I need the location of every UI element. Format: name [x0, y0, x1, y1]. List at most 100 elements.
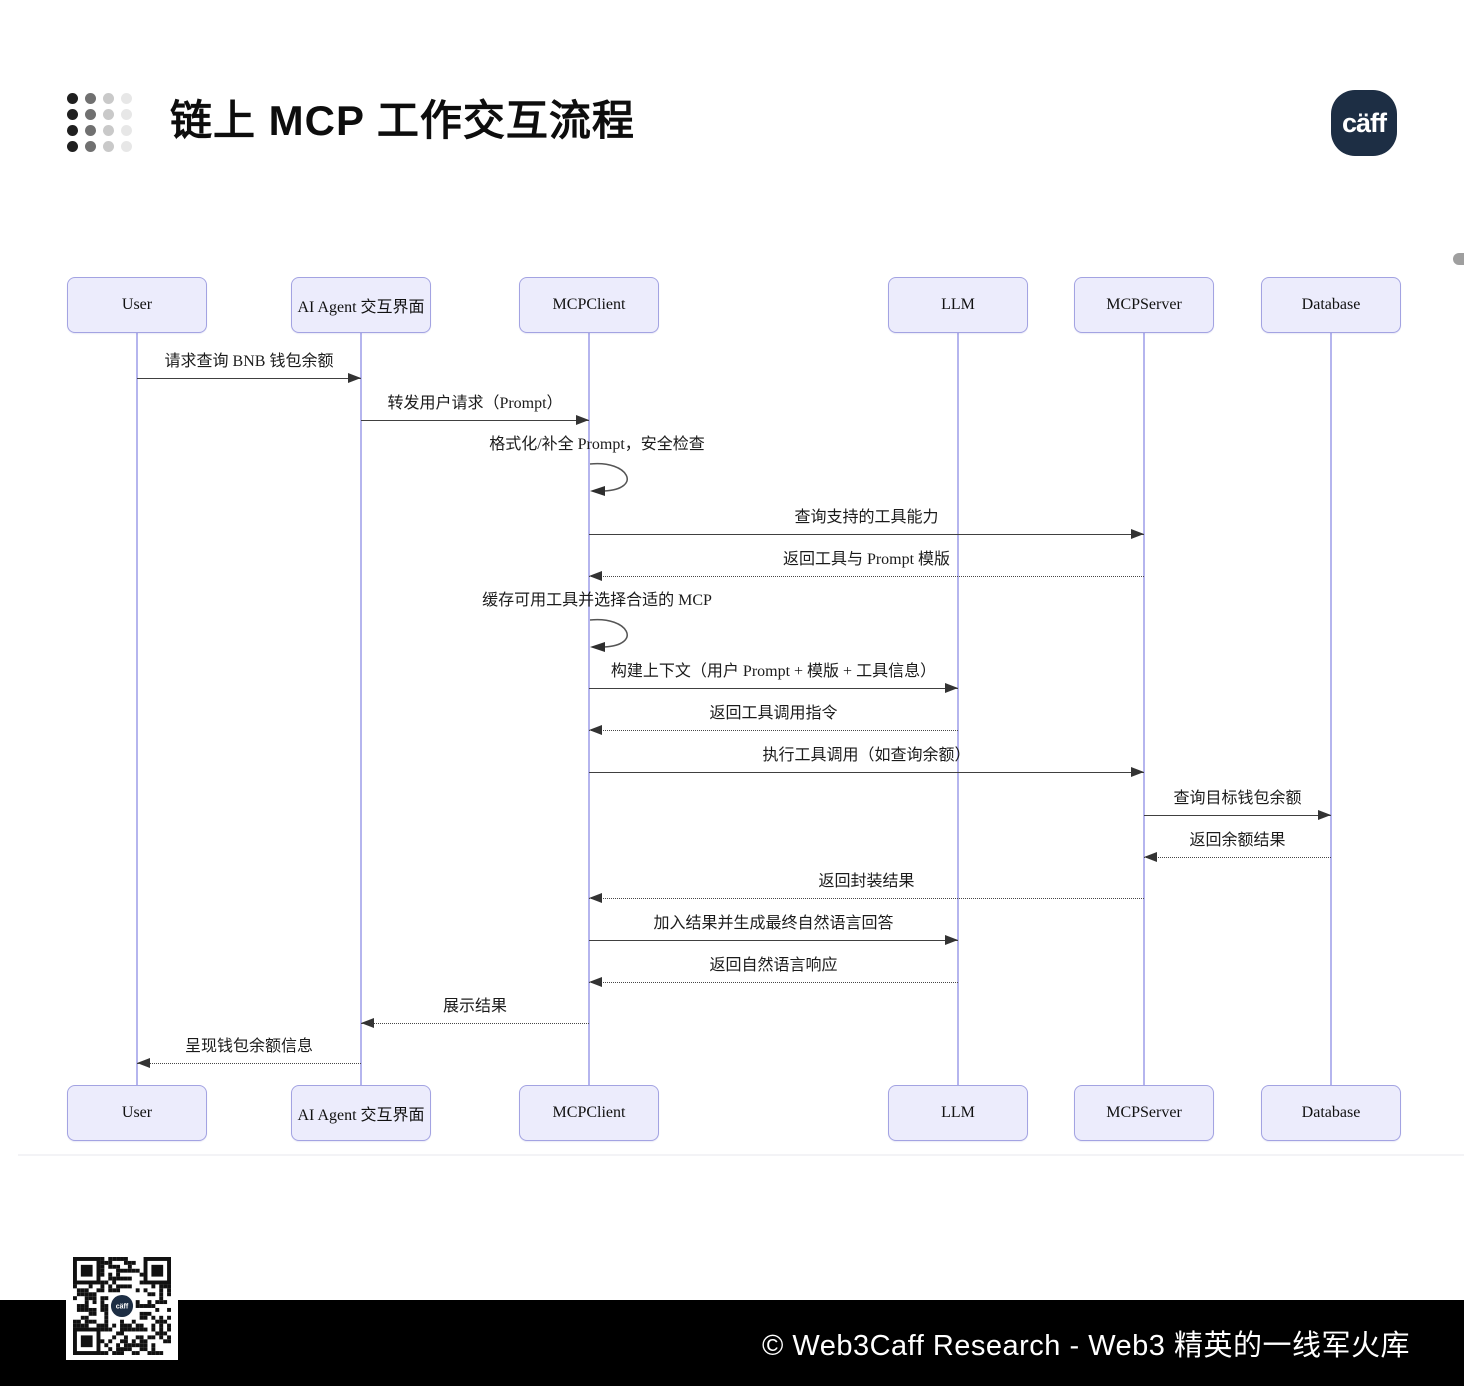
actor-box-top-client: MCPClient — [519, 277, 659, 333]
message-label: 转发用户请求（Prompt） — [387, 395, 563, 412]
actor-box-top-user: User — [67, 277, 207, 333]
actor-box-top-agent: AI Agent 交互界面 — [291, 277, 431, 333]
self-loop-icon — [589, 462, 628, 496]
actor-box-bottom-user: User — [67, 1085, 207, 1141]
message-label: 请求查询 BNB 钱包余额 — [164, 353, 334, 370]
message-label: 缓存可用工具并选择合适的 MCP — [482, 592, 712, 609]
footer-bar: © Web3Caff Research - Web3 精英的一线军火库 — [0, 1300, 1464, 1386]
arrowhead-icon — [589, 725, 602, 736]
dot — [85, 125, 96, 136]
scrollbar-thumb[interactable] — [1453, 253, 1464, 265]
arrowhead-icon — [589, 893, 602, 904]
arrowhead-icon — [1144, 852, 1157, 863]
dot — [85, 93, 96, 104]
dot — [121, 141, 132, 152]
message-label: 查询目标钱包余额 — [1173, 790, 1302, 807]
actor-box-bottom-client: MCPClient — [519, 1085, 659, 1141]
lifeline-db — [1330, 333, 1332, 1085]
message-arrow-line — [589, 730, 958, 731]
actor-label: Database — [1301, 296, 1361, 313]
actor-label: AI Agent 交互界面 — [297, 299, 425, 316]
page-title: 链上 MCP 工作交互流程 — [170, 97, 635, 144]
dot — [67, 125, 78, 136]
dot — [67, 141, 78, 152]
actor-label: MCPClient — [552, 296, 626, 313]
dot — [103, 93, 114, 104]
message-arrow-line — [1144, 815, 1331, 816]
message-label: 返回工具调用指令 — [709, 705, 838, 722]
message-arrow-line — [589, 772, 1144, 773]
arrowhead-icon — [589, 571, 602, 582]
actor-label: MCPServer — [1106, 296, 1182, 313]
caff-logo: cäff — [1331, 90, 1397, 156]
lifeline-llm — [957, 333, 959, 1085]
message-arrow-line — [361, 420, 589, 421]
message-label: 返回封装结果 — [818, 873, 915, 890]
dot — [121, 93, 132, 104]
message-label: 格式化/补全 Prompt，安全检查 — [489, 436, 705, 453]
arrowhead-icon — [1318, 810, 1331, 821]
copyright-text: © Web3Caff Research - Web3 精英的一线军火库 — [761, 1330, 1410, 1362]
message-arrow-line — [589, 534, 1144, 535]
message-label: 返回自然语言响应 — [709, 957, 838, 974]
self-loop-icon — [589, 618, 628, 652]
diagram-bottom-divider — [18, 1154, 1464, 1156]
actor-box-bottom-agent: AI Agent 交互界面 — [291, 1085, 431, 1141]
arrowhead-icon — [945, 935, 958, 946]
dot — [103, 109, 114, 120]
self-loop-arrow — [589, 460, 647, 505]
lifeline-agent — [360, 333, 362, 1085]
message-arrow-line — [589, 898, 1144, 899]
message-arrow-line — [589, 576, 1144, 577]
arrowhead-icon — [945, 683, 958, 694]
message-label: 返回工具与 Prompt 模版 — [782, 551, 951, 568]
message-label: 查询支持的工具能力 — [794, 509, 939, 526]
caff-logo-text: cäff — [1341, 107, 1387, 138]
message-label: 构建上下文（用户 Prompt + 模版 + 工具信息） — [610, 663, 937, 680]
dot — [67, 93, 78, 104]
dot — [103, 141, 114, 152]
self-loop-arrow — [589, 616, 647, 661]
message-arrow-line — [589, 940, 958, 941]
actor-box-top-server: MCPServer — [1074, 277, 1214, 333]
dot — [121, 109, 132, 120]
actor-label: Database — [1301, 1104, 1361, 1121]
message-label: 执行工具调用（如查询余额） — [762, 747, 971, 764]
qr-pattern: cäff — [73, 1257, 171, 1355]
dot — [85, 141, 96, 152]
lifeline-server — [1143, 333, 1145, 1085]
message-arrow-line — [137, 378, 361, 379]
actor-box-bottom-server: MCPServer — [1074, 1085, 1214, 1141]
message-label: 返回余额结果 — [1189, 832, 1286, 849]
message-label: 展示结果 — [442, 998, 508, 1015]
qr-code: cäff — [66, 1252, 178, 1360]
arrowhead-icon — [1131, 767, 1144, 778]
actor-label: LLM — [941, 1104, 975, 1121]
lifeline-user — [136, 333, 138, 1085]
dots-logo-icon — [67, 93, 132, 152]
lifeline-client — [588, 333, 590, 1085]
actor-label: AI Agent 交互界面 — [297, 1107, 425, 1124]
dot — [121, 125, 132, 136]
message-arrow-line — [361, 1023, 589, 1024]
actor-label: LLM — [941, 296, 975, 313]
dot — [85, 109, 96, 120]
arrowhead-icon — [137, 1058, 150, 1069]
actor-label: User — [121, 1104, 153, 1121]
actor-box-bottom-llm: LLM — [888, 1085, 1028, 1141]
dot — [67, 109, 78, 120]
arrowhead-icon — [361, 1018, 374, 1029]
dot — [103, 125, 114, 136]
actor-box-top-llm: LLM — [888, 277, 1028, 333]
arrowhead-icon — [1131, 529, 1144, 540]
actor-label: User — [121, 296, 153, 313]
message-arrow-line — [589, 982, 958, 983]
actor-box-bottom-db: Database — [1261, 1085, 1401, 1141]
arrowhead-icon — [576, 415, 589, 426]
actor-label: MCPServer — [1106, 1104, 1182, 1121]
message-label: 加入结果并生成最终自然语言回答 — [653, 915, 894, 932]
message-label: 呈现钱包余额信息 — [184, 1038, 314, 1055]
message-arrow-line — [589, 688, 958, 689]
